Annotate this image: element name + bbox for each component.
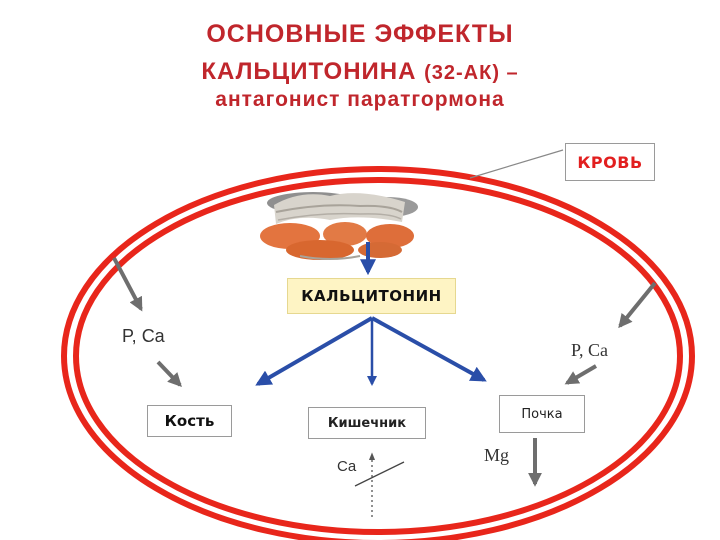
title-line-3: антагонист паратгормона — [215, 88, 505, 111]
blood-ring-outer — [61, 166, 695, 540]
blood-label-box: КРОВЬ — [565, 143, 655, 181]
title-amino-acid-count: (32-АК) – — [424, 62, 519, 84]
mg-label: Mg — [484, 445, 510, 465]
calcitonin-box: КАЛЬЦИТОНИН — [287, 278, 456, 314]
title-line-2: КАЛЬЦИТОНИНА (32-АК) – — [0, 58, 720, 86]
ca-absorption-cross-line — [354, 461, 405, 487]
bone-box: Кость — [147, 405, 232, 437]
p-ca-to-bone-arrow — [156, 360, 182, 388]
calcitonin-to-kidney-arrow — [371, 316, 487, 382]
calcitonin-to-bone-arrow — [255, 316, 374, 386]
p-ca-to-kidney-arrow — [564, 364, 598, 385]
thyroid-gland-image — [260, 192, 418, 260]
title-line-1: ОСНОВНЫЕ ЭФФЕКТЫ — [206, 20, 514, 48]
p-ca-left-label: P, Ca — [122, 326, 165, 346]
blood-pointer-line — [469, 149, 564, 179]
blood-to-left-arrow — [112, 257, 143, 312]
blood-to-right-arrow — [618, 281, 657, 329]
kidney-box: Почка — [499, 395, 585, 433]
blood-ring-inner — [73, 177, 683, 535]
title-hormone-name: КАЛЬЦИТОНИНА — [201, 58, 417, 85]
ca-label: Ca — [337, 458, 357, 475]
p-ca-right-label: P, Ca — [571, 340, 609, 360]
intestine-box: Кишечник — [308, 407, 426, 439]
